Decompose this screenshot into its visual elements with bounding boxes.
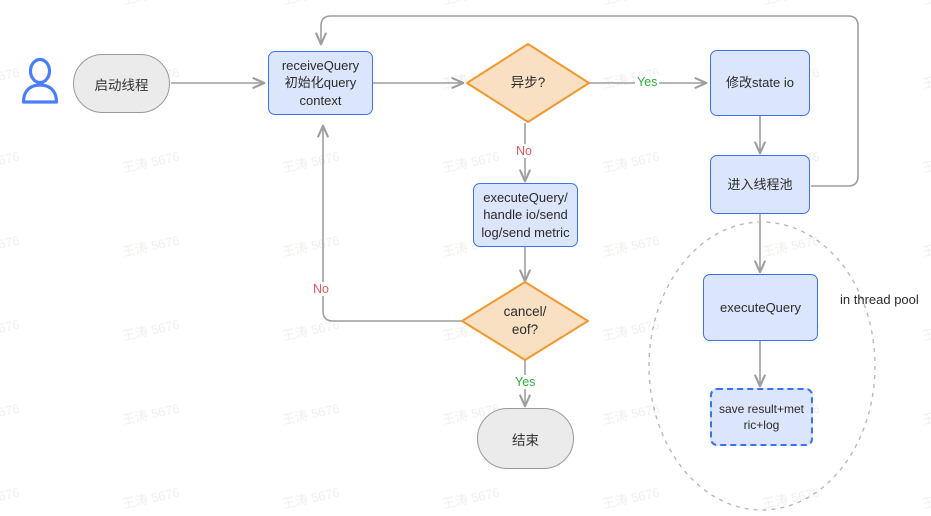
- node-async-decision-label: 异步?: [510, 74, 546, 90]
- node-modify-state[interactable]: 修改state io: [710, 50, 810, 116]
- edge-pool-loop-back: [321, 15, 859, 187]
- thread-pool-group-boundary: [648, 221, 876, 511]
- node-end[interactable]: 结束: [477, 408, 574, 469]
- edge-label-async-no: No: [514, 144, 534, 158]
- node-end-label: 结束: [512, 432, 539, 448]
- node-execute-query-pool[interactable]: executeQuery: [703, 274, 818, 341]
- edge-label-async-yes: Yes: [635, 75, 660, 89]
- node-enter-thread-pool-label: 进入线程池: [727, 176, 793, 192]
- edge-label-cancel-no: No: [311, 282, 331, 296]
- user-icon: [20, 56, 60, 111]
- node-enter-thread-pool[interactable]: 进入线程池: [710, 155, 810, 214]
- node-start[interactable]: 启动线程: [73, 54, 170, 113]
- node-cancel-decision-label: cancel/eof?: [503, 303, 547, 337]
- node-execute-query-pool-label: executeQuery: [720, 299, 801, 315]
- node-async-decision[interactable]: 异步?: [467, 44, 589, 122]
- thread-pool-group-label: in thread pool: [840, 292, 919, 307]
- cancel-decision-shape: [461, 281, 589, 361]
- node-start-label: 启动线程: [94, 77, 149, 93]
- edge-cancel-no-loop: [323, 126, 464, 322]
- edge-label-cancel-yes: Yes: [513, 375, 538, 389]
- async-decision-shape: [466, 43, 590, 123]
- node-cancel-decision[interactable]: cancel/eof?: [462, 282, 588, 360]
- node-modify-state-label: 修改state io: [726, 75, 794, 91]
